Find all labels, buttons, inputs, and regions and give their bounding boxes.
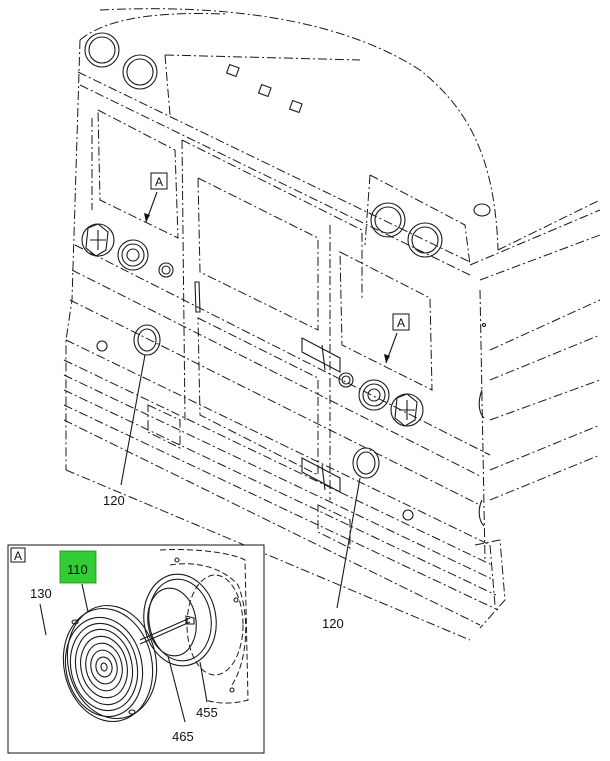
- view-tag-right: A: [384, 313, 410, 364]
- leader-120-left: [120, 354, 146, 486]
- detail-view-a: A 1: [7, 544, 265, 754]
- callout-455: 455: [196, 705, 218, 720]
- backup-light-left: [133, 324, 161, 356]
- left-light-cluster: [81, 223, 174, 278]
- svg-text:A: A: [397, 316, 405, 330]
- svg-text:A: A: [14, 549, 22, 563]
- leader-120-right: [336, 477, 361, 609]
- right-light-cluster: [338, 372, 424, 427]
- backup-light-right: [352, 447, 380, 479]
- lamp-lens: [62, 604, 158, 723]
- bus-rear-body: [63, 8, 601, 641]
- view-tag-left: A: [144, 172, 168, 223]
- callout-130: 130: [30, 586, 52, 601]
- callout-110: 110: [67, 562, 88, 577]
- svg-text:A: A: [155, 175, 163, 189]
- callout-120-left: 120: [103, 493, 125, 508]
- callout-120-right: 120: [322, 616, 344, 631]
- callout-465: 465: [172, 729, 194, 744]
- callout-110-highlight: [59, 550, 97, 584]
